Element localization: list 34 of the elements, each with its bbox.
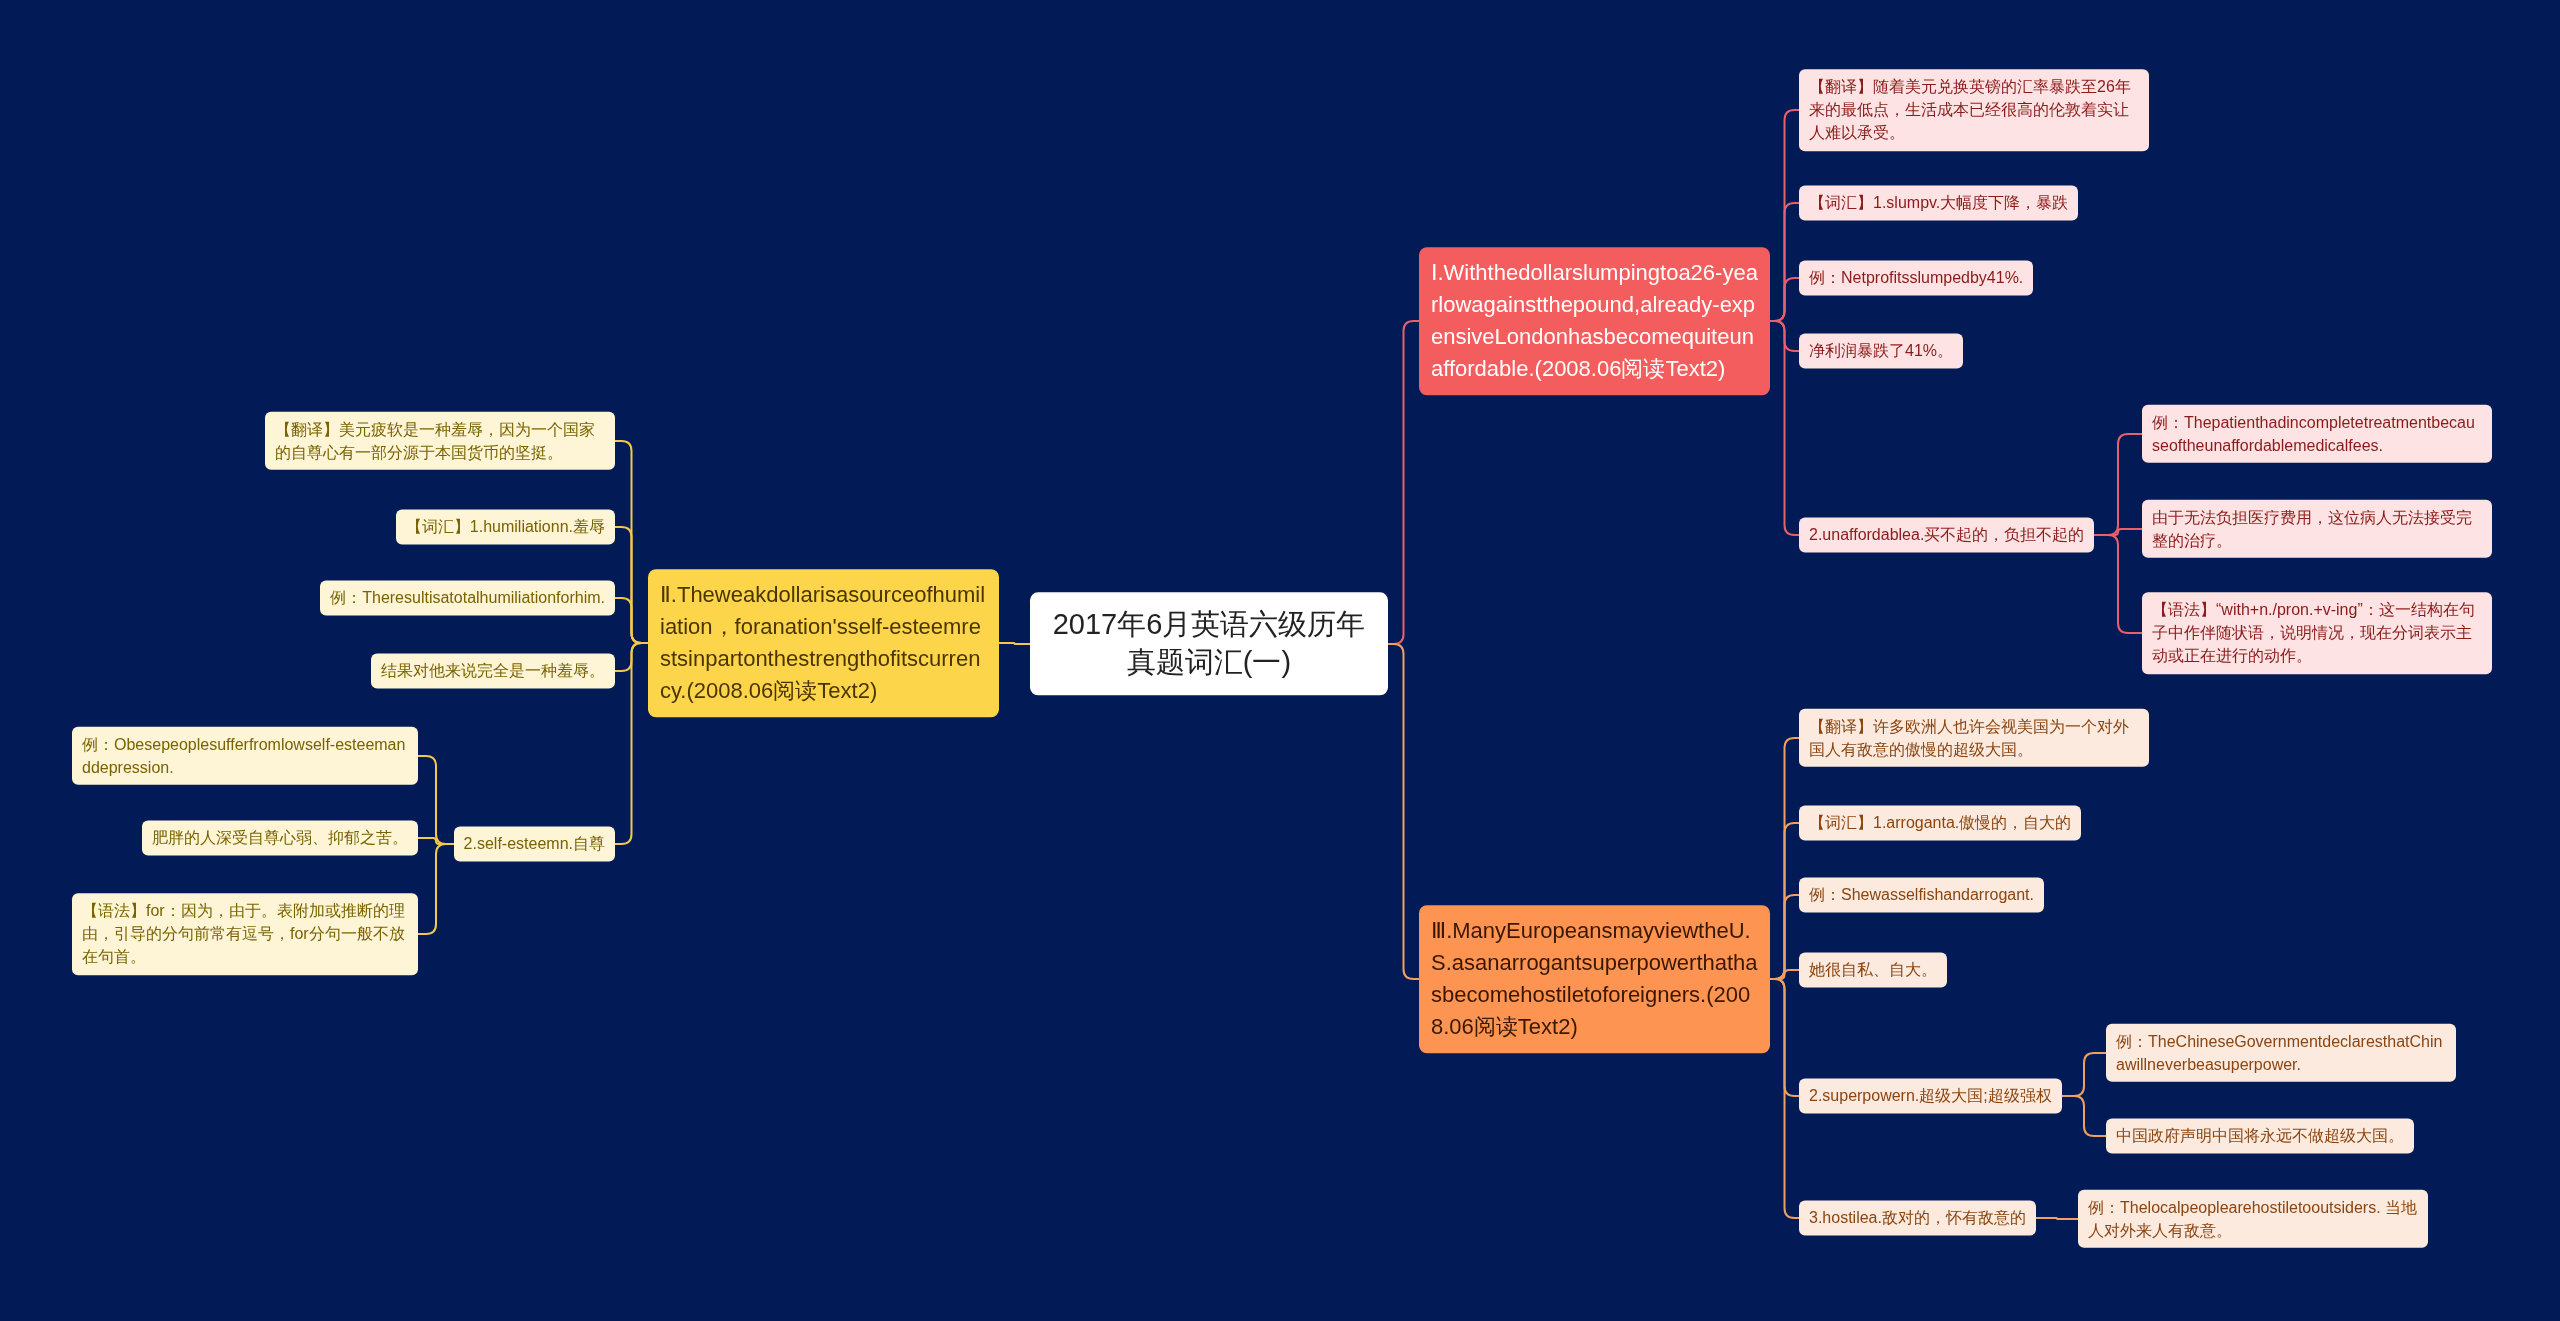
subtopic: 例：Theresultisatotalhumiliationforhim.: [320, 580, 615, 616]
subtopic: 结果对他来说完全是一种羞辱。: [371, 653, 615, 689]
central-topic: 2017年6月英语六级历年真题词汇(一): [1030, 592, 1388, 696]
subtopic: 中国政府声明中国将永远不做超级大国。: [2106, 1118, 2414, 1154]
subtopic: 例：Thepatienthadincompletetreatmentbecauseoftheunaffordablemedicalfees.: [2142, 404, 2492, 464]
subtopic: 【词汇】1.humiliationn.羞辱: [395, 509, 615, 545]
subtopic: 【翻译】随着美元兑换英镑的汇率暴跌至26年来的最低点，生活成本已经很高的伦敦着实让人难以承受。: [1799, 69, 2149, 151]
subtopic: 例：Thelocalpeoplearehostiletooutsiders. 当地人对外来人有敌意。: [2078, 1189, 2428, 1249]
subtopic: 【语法】“with+n./pron.+v-ing”：这一结构在句子中作伴随状语，说明情况，现在分词表示主动或正在进行的动作。: [2142, 592, 2492, 674]
connector-line: [417, 843, 455, 935]
subtopic: 2.self-esteemn.自尊: [453, 826, 615, 862]
subtopic: 3.hostilea.敌对的，怀有敌意的: [1799, 1200, 2036, 1236]
subtopic: 【词汇】1.slumpv.大幅度下降，暴跌: [1799, 185, 2079, 221]
subtopic: 肥胖的人深受自尊心弱、抑郁之苦。: [142, 820, 418, 856]
subtopic: 净利润暴跌了41%。: [1799, 333, 1964, 369]
subtopic: 例：Netprofitsslumpedby41%.: [1799, 260, 2034, 296]
subtopic: 2.unaffordablea.买不起的，负担不起的: [1799, 517, 2095, 553]
subtopic: 【词汇】1.arroganta.傲慢的，自大的: [1799, 805, 2082, 841]
branch-topic: Ⅱ.Theweakdollarisasourceofhumiliation，foranation'sself-esteemrestsinpartonthestrengthofitscurrency.(2008.06阅读Text2): [648, 569, 999, 717]
subtopic: 例：TheChineseGovernmentdeclaresthatChinawillneverbeasuperpower.: [2106, 1023, 2456, 1083]
subtopic: 【翻译】许多欧洲人也许会视美国为一个对外国人有敌意的傲慢的超级大国。: [1799, 708, 2149, 768]
branch-topic: Ⅲ.ManyEuropeansmayviewtheU.S.asanarrogantsuperpowerthathasbecomehostiletoforeigners.(2008.06阅读Text2): [1419, 905, 1770, 1053]
subtopic: 例：Shewasselfishandarrogant.: [1799, 877, 2044, 913]
subtopic: 【语法】for：因为，由于。表附加或推断的理由，引导的分句前常有逗号，for分句一般不放在句首。: [72, 893, 418, 975]
connector-line: [2061, 1095, 2107, 1137]
subtopic: 2.superpowern.超级大国;超级强权: [1799, 1078, 2062, 1114]
subtopic: 由于无法负担医疗费用，这位病人无法接受完整的治疗。: [2142, 499, 2492, 559]
subtopic: 【翻译】美元疲软是一种羞辱，因为一个国家的自尊心有一部分源于本国货币的坚挺。: [265, 411, 615, 471]
connector-line: [614, 642, 649, 845]
subtopic: 她很自私、自大。: [1799, 952, 1947, 988]
subtopic: 例：Obesepeoplesufferfromlowself-esteemanddepression.: [72, 726, 418, 786]
connector-line: [2035, 1217, 2079, 1220]
branch-topic: Ⅰ.Withthedollarslumpingtoa26-yearlowagainstthepound,already-expensiveLondonhasbecomequiteunaffordable.(2008.06阅读Text2): [1419, 247, 1770, 395]
connector-line: [998, 642, 1031, 645]
